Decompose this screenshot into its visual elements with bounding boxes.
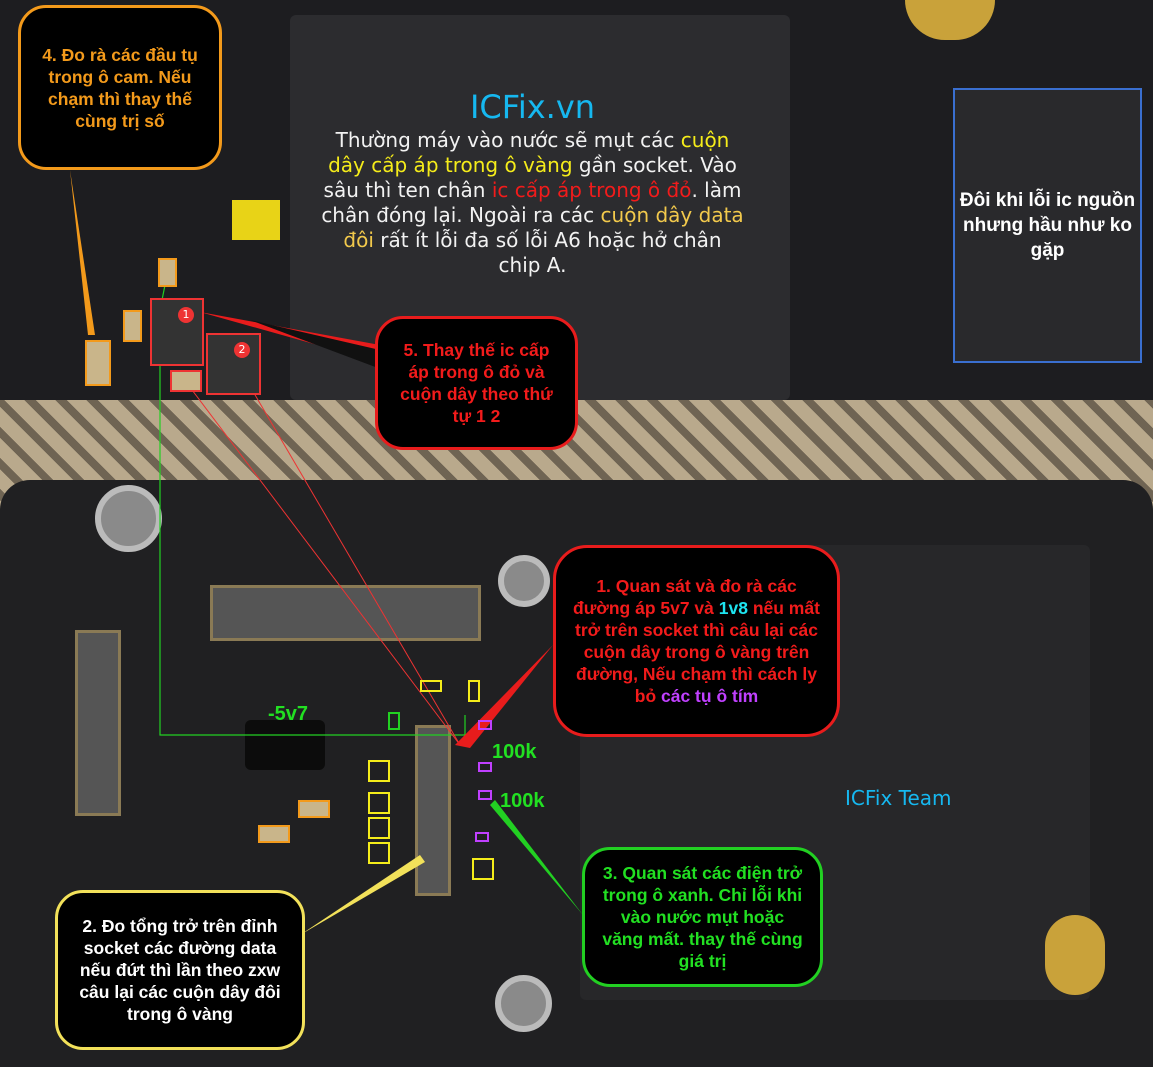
label-100k: 100k <box>500 790 545 812</box>
note-step-1: 1. Quan sát và đo rà các đường áp 5v7 và… <box>553 545 840 737</box>
brand-team: ICFix Team <box>845 786 952 810</box>
orange-box-capacitor <box>298 800 330 818</box>
inductor <box>245 720 325 770</box>
orange-box-capacitor <box>158 258 177 287</box>
connector <box>210 585 481 641</box>
note-highlight-purple: các tụ ô tím <box>661 686 759 706</box>
orange-box-capacitor <box>85 340 111 386</box>
number-badge: 1 <box>178 307 194 323</box>
right-note-box: Đôi khi lỗi ic nguồn nhưng hầu như ko gặ… <box>953 88 1142 363</box>
note-highlight-red: ic cấp áp trong ô đỏ <box>491 178 692 202</box>
note-text: nếu mất trở trên socket thì câu lại các … <box>575 598 820 706</box>
purple-box-capacitor <box>478 790 492 800</box>
note-text: 4. Đo rà các đầu tụ trong ô cam. Nếu chạ… <box>42 44 198 131</box>
purple-box-capacitor <box>478 762 492 772</box>
label-5v7: -5v7 <box>268 703 309 725</box>
socket <box>415 725 451 896</box>
yellow-box-coil <box>472 858 494 880</box>
note-text: rất ít lỗi đa số lỗi A6 hoặc hở chân chi… <box>373 228 722 277</box>
yellow-box-coil <box>368 792 390 814</box>
yellow-box-coil <box>368 817 390 839</box>
note-text: 1. Quan sát và đo rà các đường áp 5v7 và <box>573 576 797 618</box>
yellow-box-coil <box>420 680 442 692</box>
note-text: 3. Quan sát các điện trở trong ô xanh. C… <box>602 863 803 971</box>
note-text: 2. Đo tổng trở trên đỉnh socket các đườn… <box>79 916 281 1024</box>
note-step-2: 2. Đo tổng trở trên đỉnh socket các đườn… <box>55 890 305 1050</box>
note-highlight-gold: cuộn dây data đôi <box>343 203 744 252</box>
note-text: 5. Thay thế ic cấp áp trong ô đỏ và cuộn… <box>400 340 553 426</box>
number-badge: 2 <box>234 342 250 358</box>
purple-box-capacitor <box>475 832 489 842</box>
note-step-5: 5. Thay thế ic cấp áp trong ô đỏ và cuộn… <box>375 316 578 450</box>
orange-box-capacitor <box>123 310 142 342</box>
label-100k: 100k <box>492 741 537 763</box>
note-text: Thường máy vào nước sẽ mụt các <box>335 128 681 152</box>
red-box-inductor-2: 2 <box>206 333 261 395</box>
screw-standoff <box>95 485 162 552</box>
green-box-resistor <box>388 712 400 730</box>
note-step-4: 4. Đo rà các đầu tụ trong ô cam. Nếu chạ… <box>18 5 222 170</box>
brand-title: ICFix.vn <box>469 88 596 126</box>
note-step-3: 3. Quan sát các điện trở trong ô xanh. C… <box>582 847 823 987</box>
yellow-box-coil <box>368 842 390 864</box>
gold-pad <box>1045 915 1105 995</box>
red-box-component <box>170 370 202 392</box>
screw-standoff <box>495 975 552 1032</box>
red-box-ic-1: 1 <box>150 298 204 366</box>
note-text: . làm chân đóng lại. Ngoài ra các <box>321 178 742 227</box>
note-highlight-cyan: 1v8 <box>718 598 748 618</box>
screw-standoff <box>498 555 550 607</box>
center-note: Thường máy vào nước sẽ mụt các cuộn dây … <box>320 128 745 278</box>
bga-pads <box>232 200 280 240</box>
yellow-box-coil <box>468 680 480 702</box>
note-text: 1. Quan sát và đo rà các đường áp 5v7 và… <box>570 575 823 707</box>
note-highlight-yellow: cuộn dây cấp áp trong ô vàng <box>328 128 730 177</box>
yellow-box-coil <box>368 760 390 782</box>
connector <box>75 630 121 816</box>
note-text: gần socket. Vào sâu thì ten chân <box>323 153 737 202</box>
right-note-text: Đôi khi lỗi ic nguồn nhưng hầu như ko gặ… <box>959 190 1136 261</box>
orange-box-capacitor <box>258 825 290 843</box>
purple-box-capacitor <box>478 720 492 730</box>
